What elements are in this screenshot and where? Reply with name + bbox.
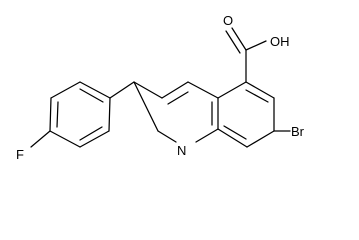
bromine-atom-label: Br <box>291 124 305 139</box>
fluorophenyl-ring <box>49 81 111 148</box>
nitrogen-atom-label: N <box>177 143 186 158</box>
pyridine-ring <box>133 81 219 143</box>
carbonyl-oxygen-label: O <box>223 13 233 28</box>
hydroxyl-label: OH <box>270 34 290 49</box>
benzo-ring <box>217 81 275 148</box>
carboxylic-acid-group <box>225 27 267 83</box>
c-f-bond <box>30 130 51 148</box>
structure-diagram: F Br N O OH <box>16 13 305 162</box>
fluorine-atom-label: F <box>16 147 24 162</box>
aryl-link-bond <box>109 81 135 99</box>
